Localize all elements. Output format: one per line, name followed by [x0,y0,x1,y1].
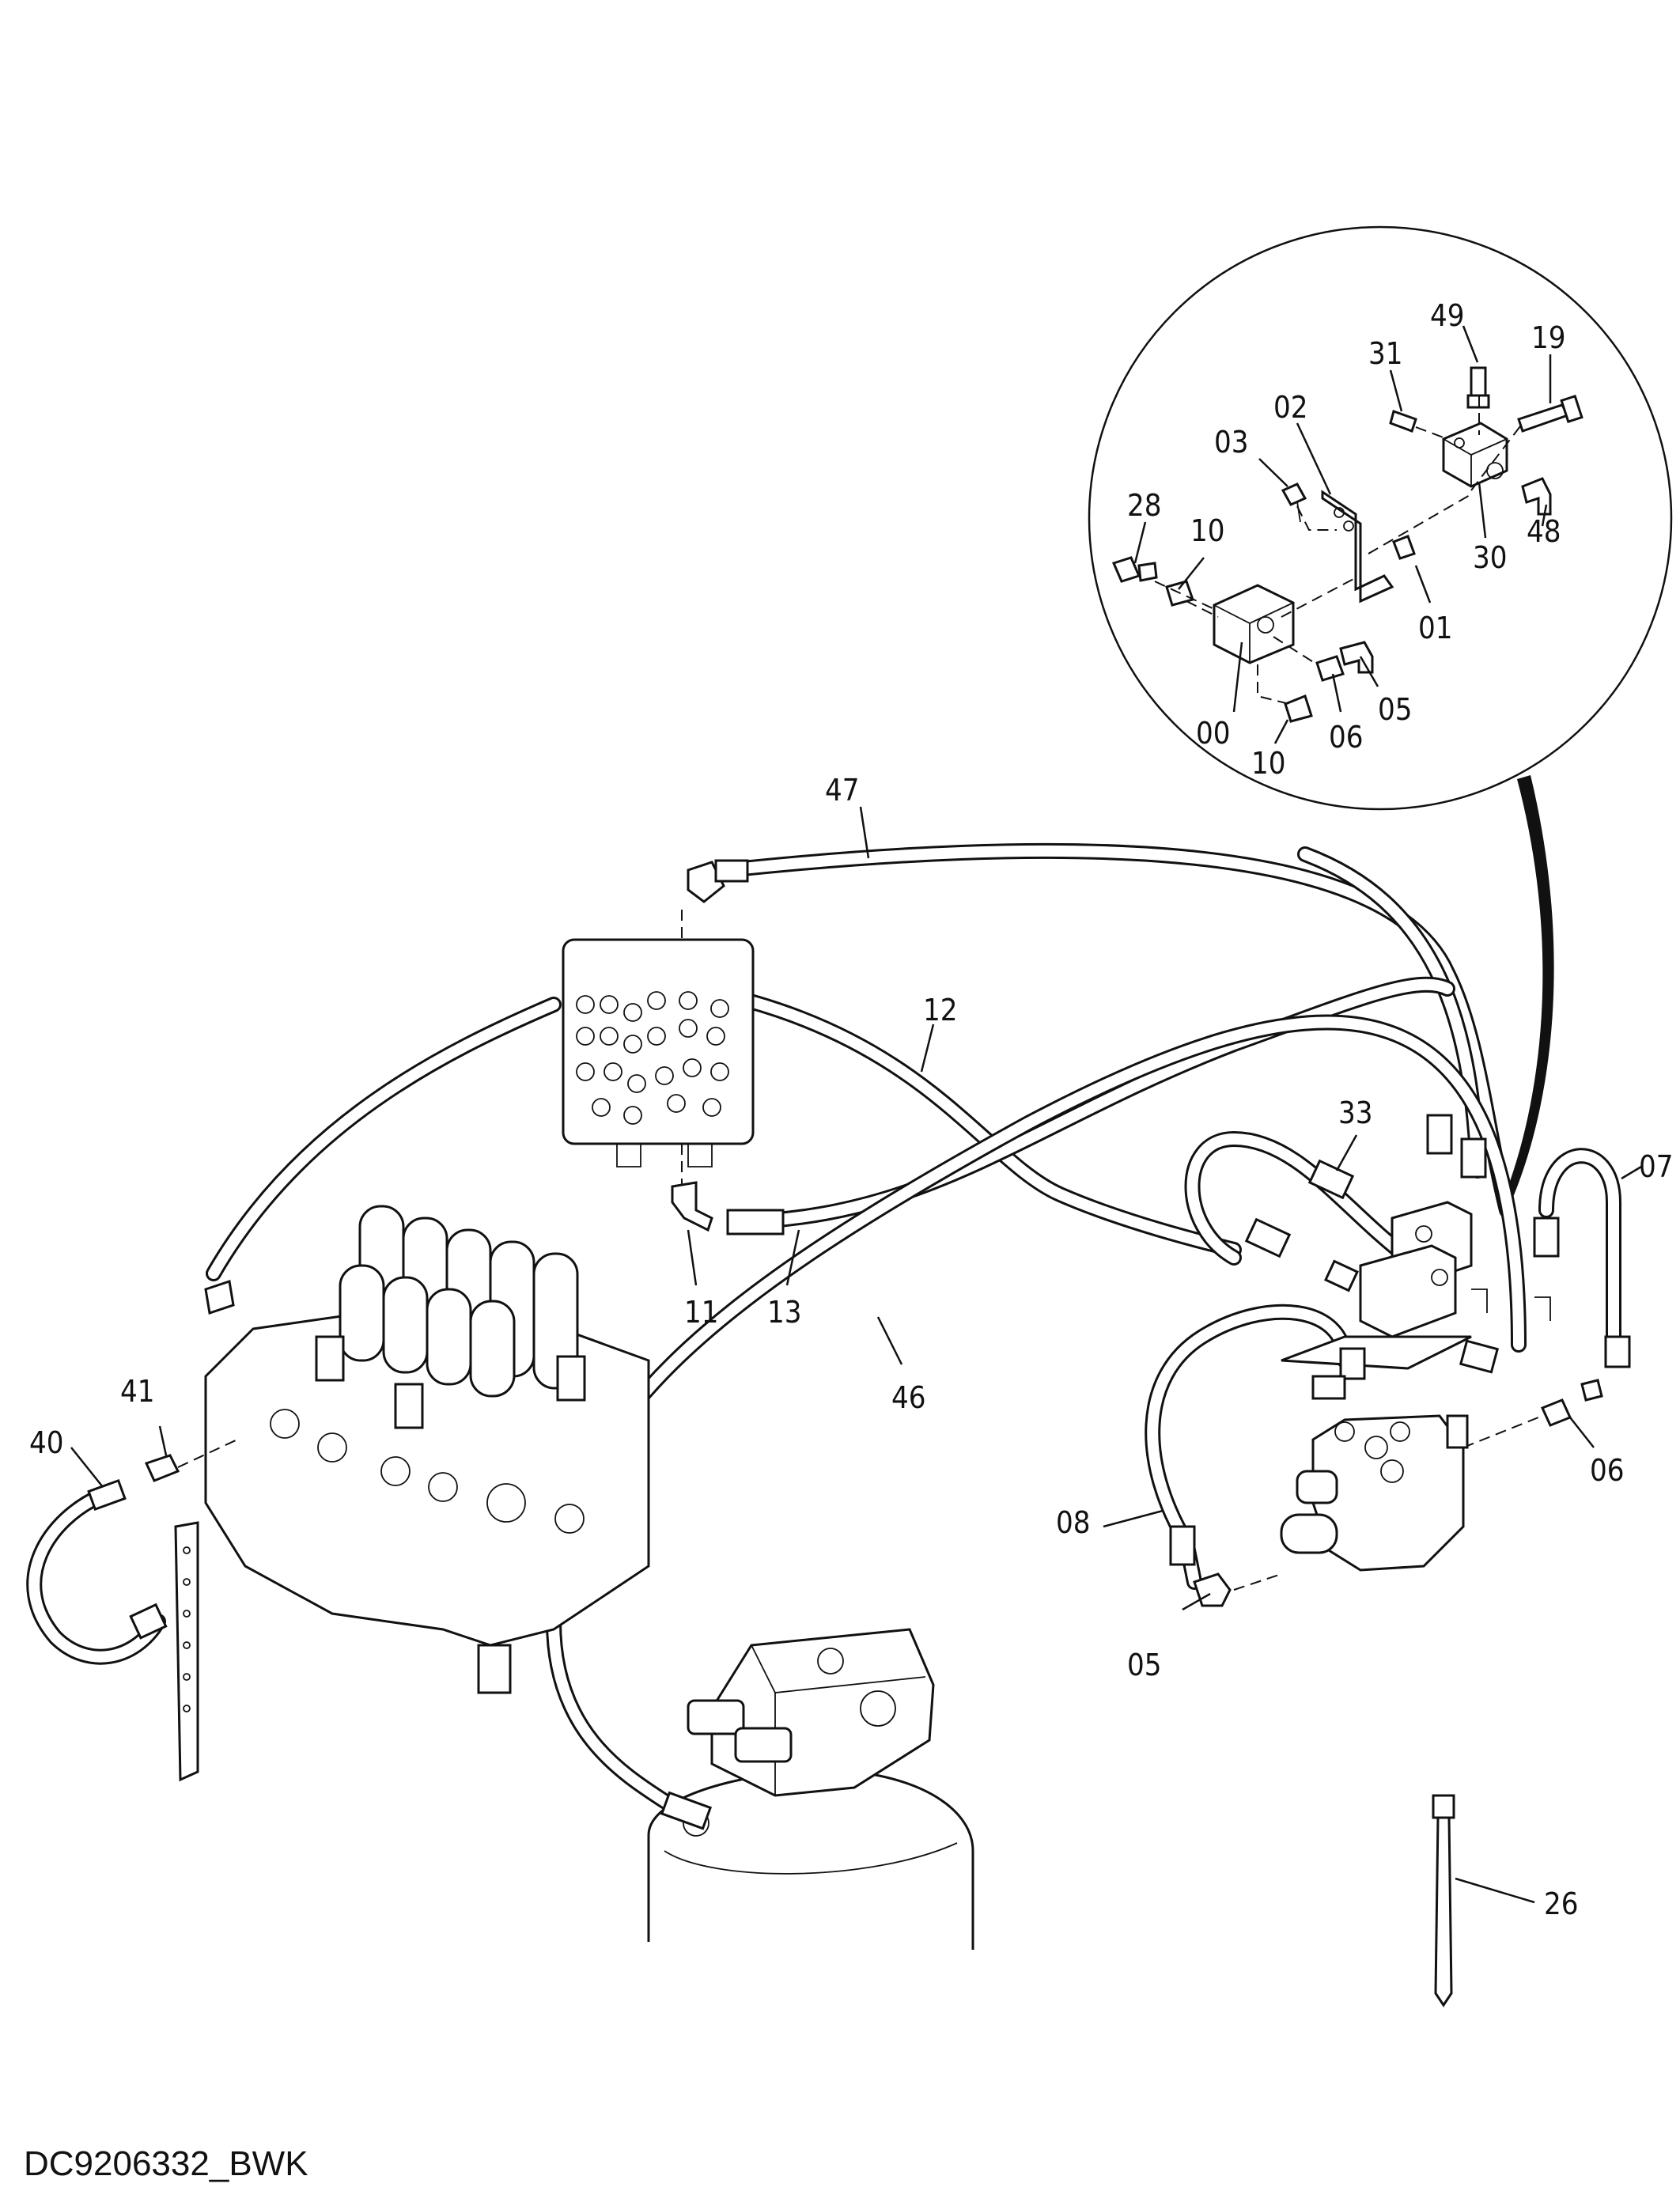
bolt-19-head [1560,395,1584,423]
callout-33: 33 [1338,1096,1373,1130]
selector-valve-block [1244,1114,1631,1400]
detail-pointer [1499,775,1554,1212]
bracket-hole [1343,520,1354,532]
hoses [26,842,1621,1819]
callout-30: 30 [1473,540,1508,575]
fitting-41 [144,1454,180,1482]
callout-12: 12 [923,993,958,1027]
fitting-06a [1315,655,1345,682]
detail-view [1088,225,1673,1212]
callout-28: 28 [1127,488,1162,523]
drawing-code: DC9206332_BWK [24,2144,308,2183]
callout-labels: 49 19 31 02 03 28 10 48 30 01 05 00 06 1… [29,298,1674,1921]
pilot-valve-block [562,859,785,1236]
callout-31: 31 [1368,336,1403,371]
callout-10b: 10 [1251,746,1286,781]
callout-00: 00 [1196,716,1231,751]
callout-01: 01 [1418,611,1453,645]
detail-circle [1088,225,1673,811]
callout-06b: 06 [1590,1453,1625,1488]
callout-46: 46 [891,1380,926,1415]
leader-lines [70,325,1642,1904]
callout-49: 49 [1430,298,1465,333]
pilot-ports [576,991,729,1125]
callout-48: 48 [1527,514,1561,549]
callout-07: 07 [1639,1149,1674,1184]
block-30 [1442,422,1508,488]
main-control-valve [87,1205,650,1782]
callout-05b: 05 [1127,1648,1162,1682]
cable-tie [1432,1794,1455,2007]
callout-13: 13 [767,1295,802,1330]
callout-02: 02 [1273,390,1308,425]
mounting-strip [174,1521,199,1782]
callout-19: 19 [1531,320,1566,355]
bracket [1321,490,1394,604]
fitting-10b [1284,694,1313,723]
bolt-19 [1517,403,1570,433]
callout-03: 03 [1214,425,1249,460]
fitting-49 [1470,366,1487,397]
callout-41: 41 [120,1374,155,1409]
callout-11: 11 [684,1295,719,1330]
callout-40: 40 [29,1425,64,1460]
elbow-11 [671,1181,713,1232]
callout-47: 47 [825,773,860,808]
bolt-01 [1392,535,1416,560]
callout-06a: 06 [1329,720,1364,755]
bolt-03 [1281,482,1307,506]
fitting-33 [1307,1159,1355,1200]
fitting-31 [1389,410,1417,433]
solenoid-valve [1169,1379,1603,1607]
callout-08: 08 [1056,1505,1091,1540]
callout-26: 26 [1544,1886,1579,1921]
block-00 [1213,584,1295,664]
fitting-13-end [726,1209,785,1236]
callout-05a: 05 [1378,692,1413,727]
callout-10a: 10 [1190,513,1225,548]
fitting-06b [1540,1398,1572,1427]
valve-spools [339,1205,579,1398]
swing-motor [647,1628,974,1950]
bracket-hole [1334,507,1345,518]
